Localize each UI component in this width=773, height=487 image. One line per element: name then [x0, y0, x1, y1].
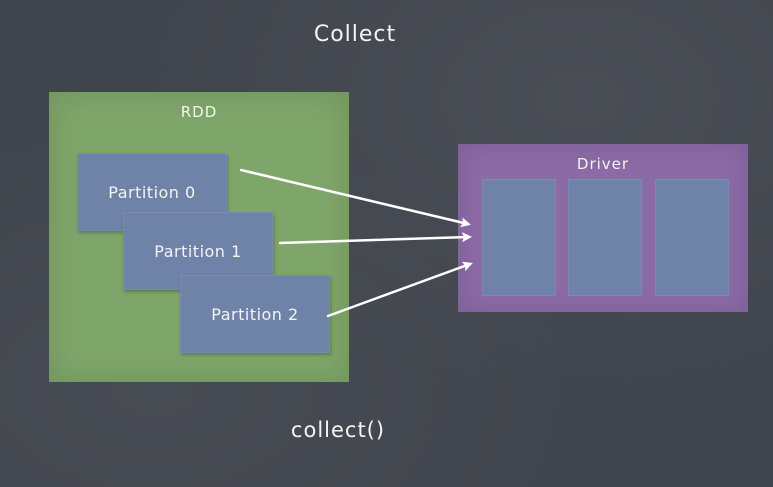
- driver-slot-0: [482, 179, 556, 296]
- slide-title: Collect: [313, 22, 397, 47]
- driver-slot-1: [568, 179, 642, 296]
- partition-2: Partition 2: [180, 275, 330, 353]
- rdd-label: RDD: [180, 103, 218, 121]
- driver-label: Driver: [576, 155, 630, 173]
- code-caption: collect(): [290, 418, 386, 442]
- driver-slot-2: [655, 179, 729, 296]
- driver-box: Driver: [458, 144, 748, 312]
- arrow-partition-2: [326, 261, 473, 318]
